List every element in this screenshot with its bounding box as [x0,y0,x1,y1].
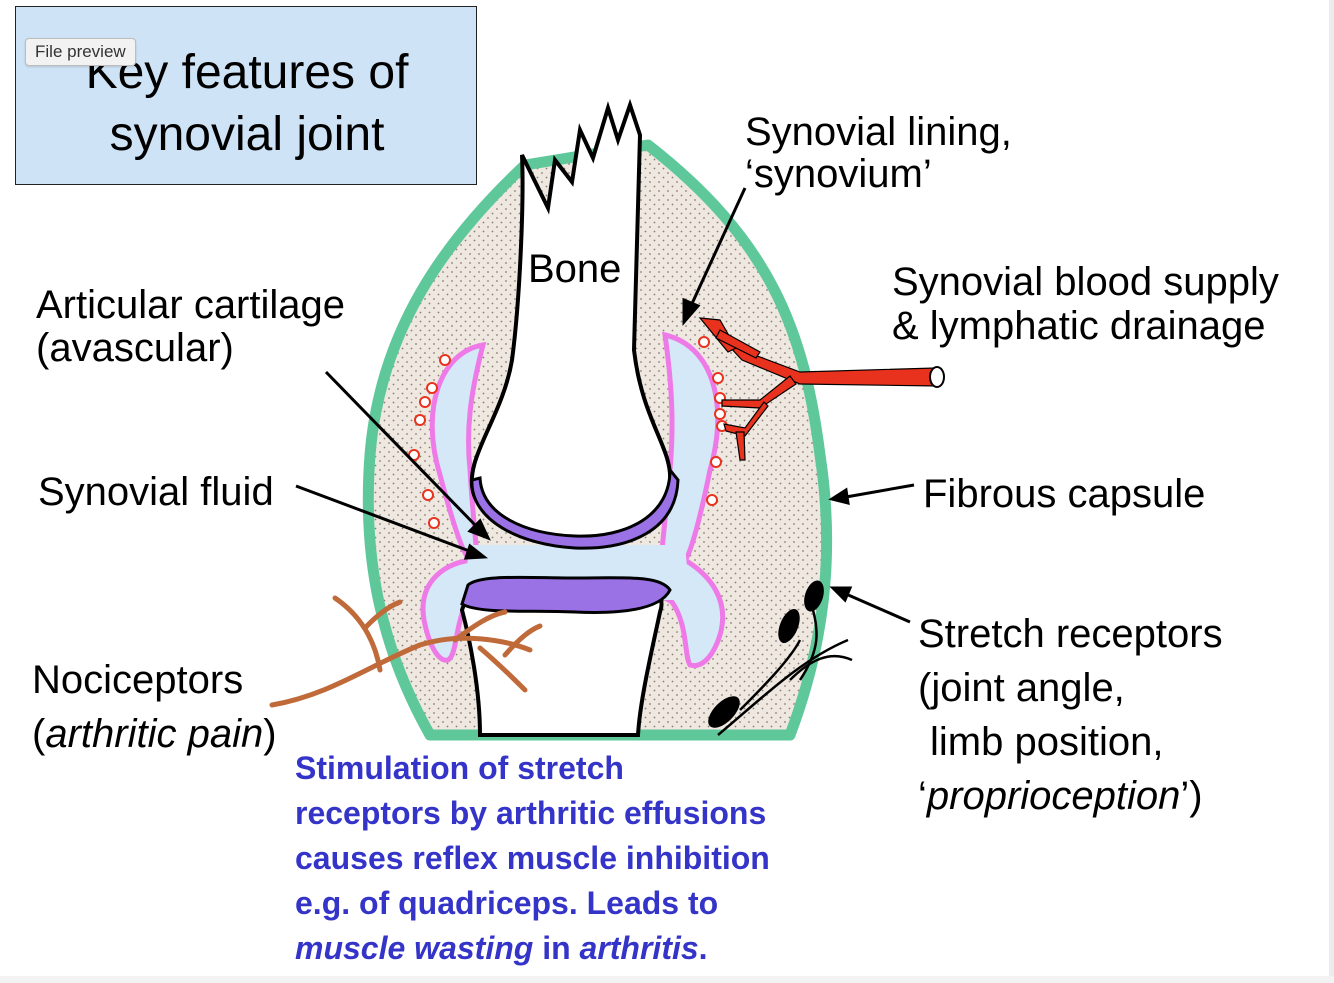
nociceptors-close-paren: ) [263,712,277,756]
stretch-note: Stimulation of stretch receptors by arth… [295,746,770,971]
upper-cartilage [470,465,680,550]
stretch-receptors-label-1: Stretch receptors [918,612,1223,656]
note-in-text: in [533,930,580,966]
stretch-receptors-label-3: limb position, [930,720,1164,764]
note-line-5: muscle wasting in arthritis. [295,926,770,971]
arthritis-text: arthritis [579,930,699,966]
arthritic-pain-text: arthritic pain [45,712,264,756]
note-line-3: causes reflex muscle inhibition [295,840,770,876]
muscle-wasting-text: muscle wasting [295,930,534,966]
window-bottom-edge [0,976,1334,983]
title-box: Key features of synovial joint [15,6,477,185]
articular-cartilage-label-1: Articular cartilage [36,283,346,327]
stretch-receptors-label-2: (joint angle, [918,666,1125,710]
proprioception-close: ’) [1180,774,1203,818]
synovial-lining-label-2: ‘synovium’ [745,152,932,196]
pointer-arrows [295,187,915,624]
stretch-receptors [708,580,853,736]
note-line-1: Stimulation of stretch [295,750,624,786]
stretch-receptors-label-4: ‘proprioception’) [918,774,1203,818]
synovial-fluid-label: Synovial fluid [38,470,274,514]
note-period: . [698,930,708,966]
title-line-2: synovial joint [109,108,385,161]
blood-supply-label-2: & lymphatic drainage [892,304,1266,348]
nociceptors-label-2: (arthritic pain) [32,712,277,756]
fibrous-capsule-label: Fibrous capsule [923,472,1206,516]
blood-supply-label-1: Synovial blood supply [892,260,1279,304]
articular-cartilage-label-2: (avascular) [36,326,234,370]
lower-cartilage [460,575,672,614]
note-line-2: receptors by arthritic effusions [295,795,767,831]
proprioception-text: proprioception [926,774,1181,818]
synovium-cells [408,336,728,529]
window-right-edge [1329,0,1334,983]
note-line-4: e.g. of quadriceps. Leads to [295,885,719,921]
nociceptors-open-paren: ( [32,712,46,756]
synovial-lining-label-1: Synovial lining, [745,110,1012,154]
nociceptors-label-1: Nociceptors [32,658,244,702]
bone-label: Bone [528,247,622,291]
proprioception-open: ‘ [918,774,927,818]
nociceptor-nerve [269,595,543,708]
blood-vessel [698,317,945,461]
file-preview-tooltip: File preview [25,38,136,66]
title-line-1: Key features of [85,46,409,99]
